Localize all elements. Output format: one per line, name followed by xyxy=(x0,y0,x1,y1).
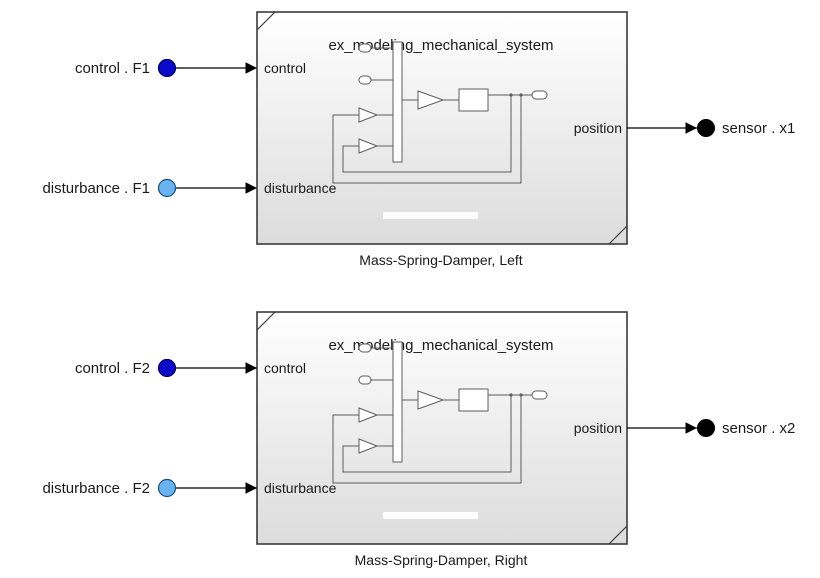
model-block-caption: Mass-Spring-Damper, Left xyxy=(359,252,523,268)
model-inport-disturbance: disturbance xyxy=(264,480,337,496)
model-ref-corner-mark xyxy=(608,225,628,245)
inport-control-f1[interactable] xyxy=(157,58,177,78)
model-block-left[interactable]: ex_modeling_mechanical_system control di… xyxy=(256,11,628,245)
model-block-title: ex_modeling_mechanical_system xyxy=(328,337,553,354)
model-block-body[interactable] xyxy=(256,11,628,245)
inport-disturbance-f2[interactable] xyxy=(157,478,177,498)
outport-sensor-x2[interactable] xyxy=(697,419,715,437)
inport-label-control-f1: control . F1 xyxy=(75,60,150,77)
model-block-status-bar xyxy=(383,512,478,519)
model-outport-position: position xyxy=(574,420,622,436)
model-block-body[interactable] xyxy=(256,311,628,545)
model-thumbnail xyxy=(332,341,548,484)
model-block-right[interactable]: ex_modeling_mechanical_system control di… xyxy=(256,311,628,545)
inport-label-disturbance-f1: disturbance . F1 xyxy=(42,180,150,197)
inport-control-f2[interactable] xyxy=(157,358,177,378)
outport-label-sensor-x2: sensor . x2 xyxy=(722,420,795,437)
model-inport-control: control xyxy=(264,360,306,376)
outport-sensor-x1[interactable] xyxy=(697,119,715,137)
model-ref-corner-mark xyxy=(608,525,628,545)
model-ref-corner-mark xyxy=(256,11,276,31)
inport-label-disturbance-f2: disturbance . F2 xyxy=(42,480,150,497)
subsystem-right: control . F2 disturbance . F2 ex_modelin… xyxy=(42,311,795,568)
model-block-title: ex_modeling_mechanical_system xyxy=(328,37,553,54)
model-ref-corner-mark xyxy=(256,311,276,331)
model-outport-position: position xyxy=(574,120,622,136)
outport-label-sensor-x1: sensor . x1 xyxy=(722,120,795,137)
inport-disturbance-f1[interactable] xyxy=(157,178,177,198)
inport-label-control-f2: control . F2 xyxy=(75,360,150,377)
subsystem-left: control . F1 disturbance . F1 ex_modelin… xyxy=(42,11,795,268)
model-block-status-bar xyxy=(383,212,478,219)
model-inport-control: control xyxy=(264,60,306,76)
model-thumbnail xyxy=(332,41,548,184)
model-block-caption: Mass-Spring-Damper, Right xyxy=(355,552,528,568)
model-inport-disturbance: disturbance xyxy=(264,180,337,196)
